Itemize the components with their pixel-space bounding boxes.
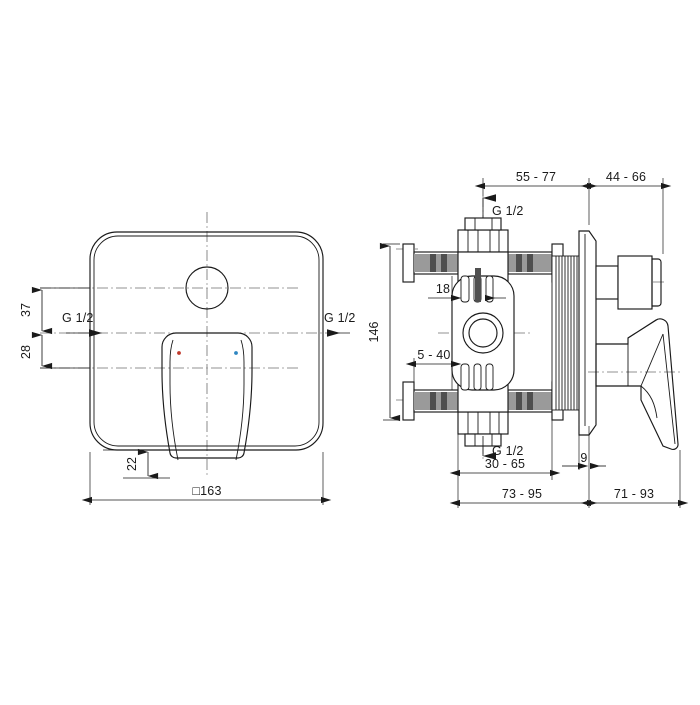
dimension-163: □163 <box>81 452 332 505</box>
lower-left-pipe-hatch-dark-1 <box>430 392 436 410</box>
lever-underside-curve <box>640 385 658 419</box>
port-bottom-label: G 1/2 <box>492 444 524 458</box>
valve-body <box>451 251 515 413</box>
ribbed-collar <box>551 255 580 411</box>
dimension-37: 37 <box>19 286 90 335</box>
port-top: G 1/2 <box>482 194 524 218</box>
dimension-28-label: 28 <box>19 345 33 359</box>
dimension-22-label: 22 <box>125 457 139 471</box>
faceplate-outline <box>89 231 324 451</box>
internal-web-upper-1 <box>460 275 470 303</box>
dimension-146-label: 146 <box>367 322 381 343</box>
dimension-30-65-label: 30 - 65 <box>485 457 525 471</box>
upper-left-pipe-hatch-dark-2 <box>441 254 447 272</box>
dimension-55-77: 55 - 77 <box>474 170 598 225</box>
upper-right-pipe-hatch-dark-1 <box>516 254 522 272</box>
dimension-18-label: 18 <box>436 282 450 296</box>
lower-right-pipe-hatch-dark-2 <box>527 392 533 410</box>
diverter-neck <box>595 265 619 300</box>
lower-union-nut <box>457 411 509 435</box>
port-right: G 1/2 <box>324 311 356 337</box>
cold-indicator-dot <box>234 351 238 355</box>
lever-hub-line <box>627 344 641 387</box>
dimension-55-77-label: 55 - 77 <box>516 170 556 184</box>
section-view: 55 - 77 44 - 66 146 18 5 - 40 <box>367 170 689 508</box>
internal-web-lower-2 <box>473 363 482 391</box>
port-left: G 1/2 <box>62 311 103 337</box>
internal-web-lower-1 <box>460 363 470 391</box>
dimension-5-40: 5 - 40 <box>405 348 462 390</box>
port-bottom: G 1/2 <box>482 436 524 460</box>
upper-union-nut <box>457 229 509 253</box>
dimension-163-label: □163 <box>192 484 221 498</box>
collar-body <box>551 255 580 411</box>
front-view: 37 28 G 1/2 G 1/2 22 <box>19 212 356 505</box>
dimension-73-95: 73 - 95 <box>449 480 598 508</box>
diverter-boss-circle <box>185 266 229 310</box>
upper-inlet-assembly <box>402 217 564 283</box>
dimension-22: 22 <box>103 448 170 480</box>
lower-right-pipe-hatch-dark-1 <box>516 392 522 410</box>
dimension-37-label: 37 <box>19 303 33 317</box>
dimension-5-40-label: 5 - 40 <box>417 348 450 362</box>
upper-right-pipe-hatch-dark-2 <box>527 254 533 272</box>
dimension-28: 28 <box>19 331 90 370</box>
lever-side-facet-line <box>640 333 664 387</box>
outlet-boss-inner-circle <box>468 318 498 348</box>
dimension-44-66-label: 44 - 66 <box>606 170 646 184</box>
dimension-18: 18 <box>428 276 506 302</box>
internal-web-lower-3 <box>485 363 494 391</box>
dimension-30-65: 30 - 65 <box>449 412 561 480</box>
diverter-knob <box>595 255 662 310</box>
lever-inner-right-edge <box>235 339 245 461</box>
dimension-71-93: 71 - 93 <box>580 450 689 508</box>
lever-tip-edge <box>662 333 676 445</box>
port-right-label: G 1/2 <box>324 311 356 325</box>
lever-inner-left-edge <box>169 339 179 461</box>
faceplate-bevel <box>93 235 320 447</box>
lever-handle-side <box>595 318 679 450</box>
port-top-label: G 1/2 <box>492 204 524 218</box>
internal-web-hatch-upper <box>475 268 481 302</box>
diverter-knob-body <box>617 255 653 310</box>
dimension-9: 9 <box>562 426 606 470</box>
lower-left-pipe-hatch-dark-2 <box>441 392 447 410</box>
dimension-146: 146 <box>367 242 401 422</box>
dimension-44-66: 44 - 66 <box>580 170 672 254</box>
lever-top-facet-line <box>627 318 659 339</box>
upper-left-flange <box>402 243 415 283</box>
upper-left-pipe-hatch-dark-1 <box>430 254 436 272</box>
lower-left-flange <box>402 381 415 421</box>
dimension-71-93-label: 71 - 93 <box>614 487 654 501</box>
hot-indicator-dot <box>177 351 181 355</box>
dimension-9-label: 9 <box>580 451 587 465</box>
port-left-label: G 1/2 <box>62 311 94 325</box>
upper-spigot <box>464 217 502 231</box>
dimension-73-95-label: 73 - 95 <box>502 487 542 501</box>
lever-handle-front <box>161 332 253 459</box>
diverter-knob-cap <box>651 258 662 307</box>
